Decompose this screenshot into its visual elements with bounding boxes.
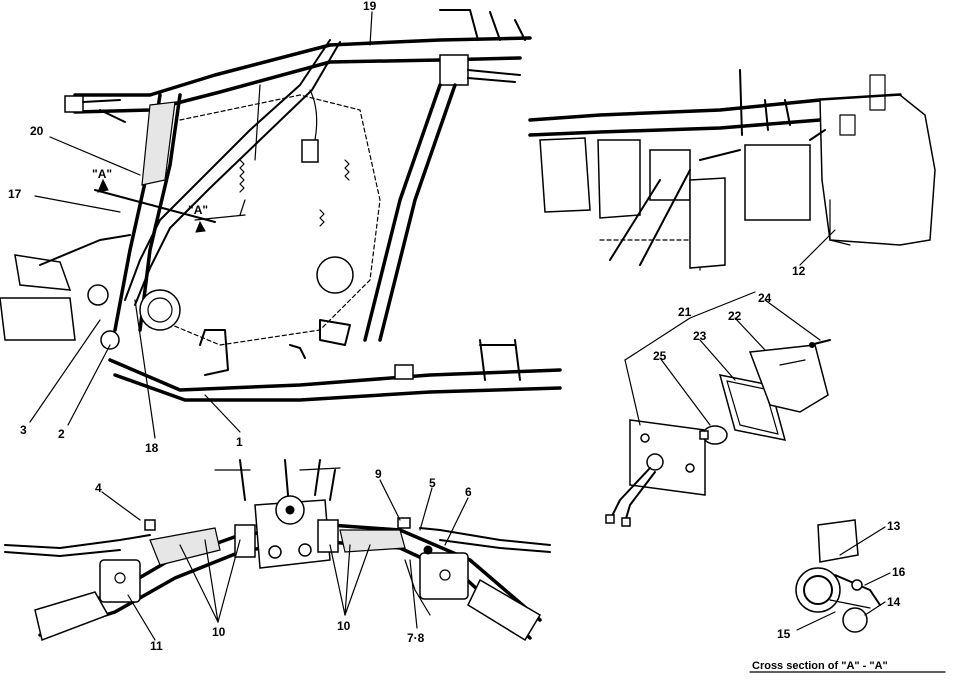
callout-15: 15	[777, 627, 791, 641]
callout-2: 2	[58, 427, 65, 441]
callout-9: 9	[375, 467, 382, 481]
callout-21: 21	[678, 305, 692, 319]
tail-lamp-exploded	[605, 339, 831, 527]
callout-6: 6	[465, 485, 472, 499]
callout-23: 23	[693, 329, 707, 343]
callout-14: 14	[887, 595, 901, 609]
callout-12: 12	[792, 264, 806, 278]
battery-assembly	[528, 69, 936, 271]
callout-5: 5	[429, 476, 436, 490]
callout-24: 24	[758, 291, 772, 305]
callout-13: 13	[887, 519, 901, 533]
leader-lines	[29, 11, 891, 641]
callout-4: 4	[95, 481, 102, 495]
callout-7-8: 7·8	[407, 631, 425, 645]
callout-20: 20	[30, 124, 44, 138]
callout-22: 22	[728, 309, 742, 323]
callout-25: 25	[653, 349, 667, 363]
frame-harness-assembly	[0, 9, 562, 402]
cross-section-a-a	[795, 519, 881, 633]
callout-16: 16	[892, 565, 906, 579]
callout-17: 17	[8, 187, 22, 201]
section-marker-lower: "A"	[188, 203, 208, 217]
callout-3: 3	[20, 423, 27, 437]
callout-18: 18	[145, 441, 159, 455]
handlebar-assembly	[4, 459, 551, 642]
callout-11: 11	[150, 639, 163, 653]
callout-10-left: 10	[212, 625, 226, 639]
section-caption: Cross section of "A" - "A"	[752, 660, 888, 672]
callout-1: 1	[236, 435, 243, 449]
section-marker-group: "A" "A"	[92, 167, 216, 233]
callout-19: 19	[363, 0, 377, 13]
callout-10-right: 10	[337, 619, 351, 633]
section-marker-upper: "A"	[92, 167, 112, 181]
callout-labels: 19 20 17 3 2 18 1 4 9 5 6 11 10 10 7·8 1…	[8, 0, 906, 653]
